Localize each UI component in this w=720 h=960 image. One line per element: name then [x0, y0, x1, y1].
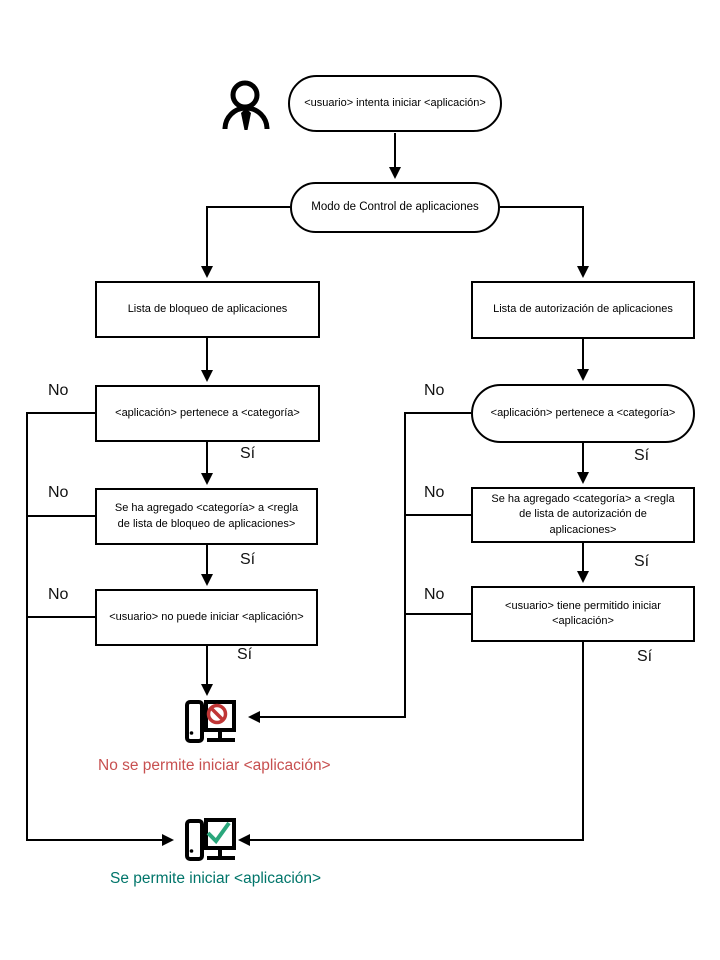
computer-allowed-icon [185, 818, 236, 861]
connectors [26, 133, 589, 846]
label-yes-right-3: Sí [637, 648, 653, 665]
node-user-allowed-start: <usuario> tiene permitido iniciar <aplic… [471, 586, 695, 642]
node-block-list: Lista de bloqueo de aplicaciones [95, 281, 320, 338]
pc-tower-dot [189, 849, 194, 853]
result-allowed-text: Se permite iniciar <aplicación> [110, 870, 322, 887]
node-start: <usuario> intenta iniciar <aplicación> [288, 75, 502, 132]
arrow-no-collector-left [26, 412, 174, 846]
arrow-verdict-right-to-allowed-icon [238, 642, 584, 846]
pc-tower [185, 819, 204, 861]
label-yes-left-3: Sí [237, 646, 253, 663]
label-no-left-2: No [48, 484, 69, 501]
user-icon [222, 80, 270, 130]
arrow-no-collector-right [248, 412, 471, 723]
node-belongs-category-right: <aplicación> pertenece a <categoría> [471, 384, 695, 443]
node-category-added-right: Se ha agregado <categoría> a <regla de l… [471, 487, 695, 543]
node-allow-list: Lista de autorización de aplicaciones [471, 281, 695, 339]
check-icon [206, 821, 231, 845]
node-category-added-left: Se ha agregado <categoría> a <regla de l… [95, 488, 318, 545]
label-yes-right-1: Sí [634, 447, 650, 464]
user-tie [241, 108, 251, 130]
result-blocked-text: No se permite iniciar <aplicación> [98, 757, 331, 774]
node-user-cannot-start: <usuario> no puede iniciar <aplicación> [95, 589, 318, 646]
label-no-right-1: No [424, 382, 445, 399]
label-no-left-1: No [48, 382, 69, 399]
prohibition-slash [210, 707, 224, 721]
user-head [230, 80, 260, 110]
node-belongs-category-left: <aplicación> pertenece a <categoría> [95, 385, 320, 442]
arrow-mode-to-blocklist [201, 206, 290, 278]
arrow-mode-to-allowlist [500, 206, 589, 278]
label-yes-left-2: Sí [240, 551, 256, 568]
pc-tower [185, 700, 204, 743]
label-yes-left-1: Sí [240, 445, 256, 462]
label-yes-right-2: Sí [634, 553, 650, 570]
label-no-right-2: No [424, 484, 445, 501]
label-no-left-3: No [48, 586, 69, 603]
label-no-right-3: No [424, 586, 445, 603]
pc-tower-dot [189, 731, 194, 735]
computer-blocked-icon [185, 700, 236, 743]
node-control-mode: Modo de Control de aplicaciones [290, 182, 500, 233]
